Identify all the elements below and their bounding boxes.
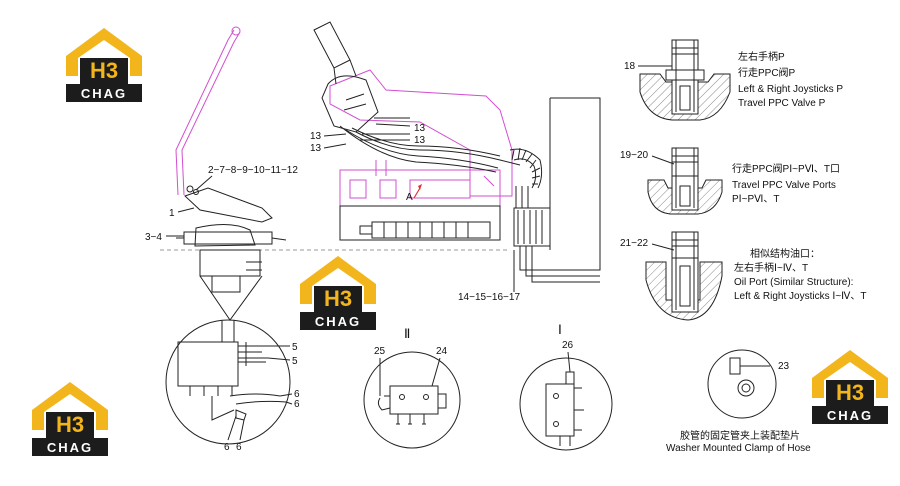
- note-19-line1: 行走PPC阀PⅠ~PⅥ、T口: [732, 162, 840, 175]
- note-21-line4: Left & Right Joysticks Ⅰ~Ⅳ、T: [734, 291, 867, 302]
- callout-13b: 13: [414, 135, 426, 146]
- note-19-line2: Travel PPC Valve Ports: [732, 180, 836, 191]
- callout-19-20: 19−20: [620, 150, 649, 161]
- joystick-grip: [313, 21, 351, 69]
- brand-logo-3: H3 CHAG: [32, 382, 108, 456]
- logo-mark-text: H3: [836, 380, 864, 405]
- callout-6d: 6: [236, 442, 242, 453]
- callout-6c: 6: [224, 442, 230, 453]
- callout-13c: 13: [310, 131, 322, 142]
- note-21-line1: 相似结构油口：: [750, 247, 820, 260]
- main-callouts: 1 2−7−8−9−10−11−12 3−4 13 13 13 13 A 14−…: [145, 123, 520, 453]
- seat-outline: [329, 69, 513, 197]
- note-18-line3: Left & Right Joysticks P: [738, 84, 843, 95]
- logo-word-text: CHAG: [47, 440, 93, 455]
- callout-A: A: [406, 192, 413, 203]
- note-23-cn: 胶管的固定管夹上装配垫片: [680, 429, 800, 442]
- note-21-line3: Oil Port (Similar Structure):: [734, 277, 853, 288]
- callout-3-4: 3−4: [145, 232, 162, 243]
- fitting-19-20-detail: 19−20 行走PPC阀PⅠ~PⅥ、T口 Travel PPC Valve Po…: [620, 147, 840, 215]
- callout-2-12: 2−7−8−9−10−11−12: [208, 165, 298, 176]
- logo-word-text: CHAG: [315, 314, 361, 329]
- callout-1: 1: [169, 208, 175, 219]
- logo-mark-text: H3: [324, 286, 352, 311]
- travel-pedal: [184, 187, 273, 223]
- brand-logo-2: H3 CHAG: [300, 256, 376, 330]
- callout-18: 18: [624, 61, 636, 72]
- callout-6a: 6: [294, 389, 300, 400]
- note-18-line1: 左右手柄P: [738, 50, 785, 63]
- callout-24: 24: [436, 346, 448, 357]
- callout-13d: 13: [310, 143, 322, 154]
- view-i-detail: Ⅰ 26: [519, 322, 613, 451]
- callout-13a: 13: [414, 123, 426, 134]
- callout-6b: 6: [294, 399, 300, 410]
- brand-logo-4: H3 CHAG: [812, 350, 888, 424]
- callout-21-22: 21−22: [620, 238, 649, 249]
- view-ii-mark: Ⅱ: [404, 326, 410, 341]
- view-ii-detail: Ⅱ 25 24: [363, 326, 461, 449]
- logo-mark-text: H3: [90, 58, 118, 83]
- note-21-line2: 左右手柄Ⅰ~Ⅳ、T: [734, 261, 808, 274]
- main-assembly-drawing: [160, 21, 601, 445]
- callout-25: 25: [374, 346, 386, 357]
- callout-23: 23: [778, 361, 790, 372]
- note-18-line2: 行走PPC阀P: [738, 66, 796, 79]
- fitting-21-22-detail: 21−22 相似结构油口： 左右手柄Ⅰ~Ⅳ、T Oil Port (Simila…: [620, 231, 867, 321]
- fitting-18-detail: 18 左右手柄P 行走PPC阀P Left & Right Joysticks …: [624, 39, 843, 121]
- logo-word-text: CHAG: [827, 408, 873, 423]
- detail-circle-travel-valve: [165, 319, 291, 445]
- brand-logo-1: H3 CHAG: [66, 28, 142, 102]
- logo-mark-text: H3: [56, 412, 84, 437]
- logo-word-text: CHAG: [81, 86, 127, 101]
- note-19-line3: PⅠ~PⅥ、T: [732, 194, 779, 205]
- callout-5a: 5: [292, 342, 298, 353]
- callout-26: 26: [562, 340, 574, 351]
- callout-5b: 5: [292, 356, 298, 367]
- note-18-line4: Travel PPC Valve P: [738, 98, 826, 109]
- hose-clamp-detail: 23 胶管的固定管夹上装配垫片 Washer Mounted Clamp of …: [666, 349, 811, 454]
- view-i-mark: Ⅰ: [558, 322, 562, 337]
- travel-lever-outline: [175, 29, 241, 196]
- note-23-en: Washer Mounted Clamp of Hose: [666, 443, 811, 454]
- callout-14-17: 14−15−16−17: [458, 292, 520, 303]
